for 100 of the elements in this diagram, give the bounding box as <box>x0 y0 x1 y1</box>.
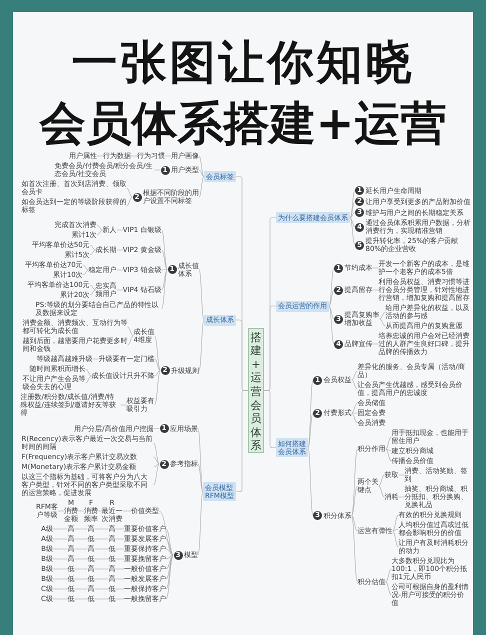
branch-line <box>94 538 109 540</box>
branch-line <box>126 188 133 198</box>
branch-line <box>74 568 88 570</box>
branch-line <box>161 230 168 270</box>
branch-line <box>153 456 160 464</box>
branch-line <box>161 269 168 270</box>
branch-line <box>392 530 399 548</box>
branch-line <box>198 491 204 556</box>
branch-line <box>350 190 356 218</box>
branch-line <box>74 538 88 540</box>
branch-line <box>166 554 174 600</box>
branch-line <box>308 412 314 448</box>
branch-line <box>328 268 334 306</box>
branch-line <box>115 538 124 540</box>
branch-line <box>94 578 109 580</box>
branch-line <box>52 528 68 530</box>
branch-line <box>115 548 124 550</box>
branch-line <box>122 510 132 512</box>
branch-line <box>392 514 399 532</box>
branch-line <box>115 578 124 580</box>
branch-line <box>351 448 358 516</box>
branch-line <box>154 370 161 376</box>
branch-line <box>328 290 334 306</box>
branch-line <box>115 528 124 530</box>
branch-line <box>350 201 356 218</box>
branch-line <box>398 496 405 498</box>
branch-line <box>385 568 392 582</box>
branch-line <box>385 436 392 450</box>
branch-line <box>166 554 174 560</box>
branch-line <box>392 528 399 532</box>
branch-line <box>74 528 88 530</box>
branch-line <box>89 290 96 296</box>
branch-line <box>236 390 248 492</box>
branch-line <box>74 578 88 580</box>
branch-line <box>154 358 161 371</box>
branch-line <box>378 486 385 498</box>
branch-line <box>398 474 405 476</box>
branch-line <box>166 554 174 570</box>
branch-line <box>52 598 68 600</box>
branch-line <box>52 548 68 550</box>
branch-line <box>89 284 96 290</box>
branch-line <box>115 568 124 570</box>
branch-line <box>161 269 168 310</box>
branch-line <box>126 196 133 206</box>
branch-line <box>166 554 174 580</box>
branch-line <box>98 510 102 512</box>
branch-line <box>94 528 109 530</box>
branch-line <box>78 510 84 512</box>
branch-line <box>127 336 134 346</box>
branch-line <box>351 412 358 414</box>
branch-line <box>94 568 109 570</box>
branch-line <box>308 447 314 516</box>
title: 一张图让你知晓会员体系搭建+运营 <box>38 34 448 152</box>
branch-line <box>378 474 385 486</box>
branch-line <box>52 538 68 540</box>
branch-line <box>198 269 204 320</box>
branch-line <box>82 264 90 270</box>
branch-line <box>94 588 109 590</box>
branch-line <box>385 448 392 452</box>
branch-line <box>89 244 96 250</box>
branch-line <box>82 270 90 276</box>
branch-line <box>166 554 174 590</box>
branch-line <box>161 269 168 290</box>
branch-line <box>94 548 109 550</box>
branch-line <box>85 368 92 376</box>
central-topic-box: 搭建+运营会员体系 <box>248 328 264 453</box>
branch-line <box>74 548 88 550</box>
branch-line <box>115 588 124 590</box>
branch-line <box>74 598 88 600</box>
branch-line <box>379 318 386 326</box>
branch-line <box>166 538 174 556</box>
branch-line <box>94 598 109 600</box>
branch-line <box>153 464 160 468</box>
branch-line <box>198 176 204 198</box>
branch-line <box>379 312 386 320</box>
branch-line <box>74 558 88 560</box>
branch-line <box>89 250 96 256</box>
branch-line <box>127 326 134 336</box>
branch-line <box>94 558 109 560</box>
branch-line <box>154 370 161 406</box>
branch-line <box>153 428 160 429</box>
branch-line <box>198 170 204 177</box>
branch-line <box>198 156 204 177</box>
branch-line <box>74 588 88 590</box>
branch-line <box>96 224 104 230</box>
branch-line <box>52 588 68 590</box>
branch-line <box>120 404 127 406</box>
branch-line <box>166 528 174 556</box>
branch-line <box>351 380 358 390</box>
branch-line <box>198 464 204 492</box>
branch-line <box>328 306 334 344</box>
branch-line <box>351 402 358 414</box>
branch-line <box>153 464 160 486</box>
branch-line <box>96 230 104 236</box>
branch-line <box>85 376 92 384</box>
branch-line <box>52 558 68 560</box>
branch-line <box>350 212 356 218</box>
branch-line <box>92 358 99 360</box>
branch-line <box>153 442 160 464</box>
branch-line <box>385 582 392 596</box>
